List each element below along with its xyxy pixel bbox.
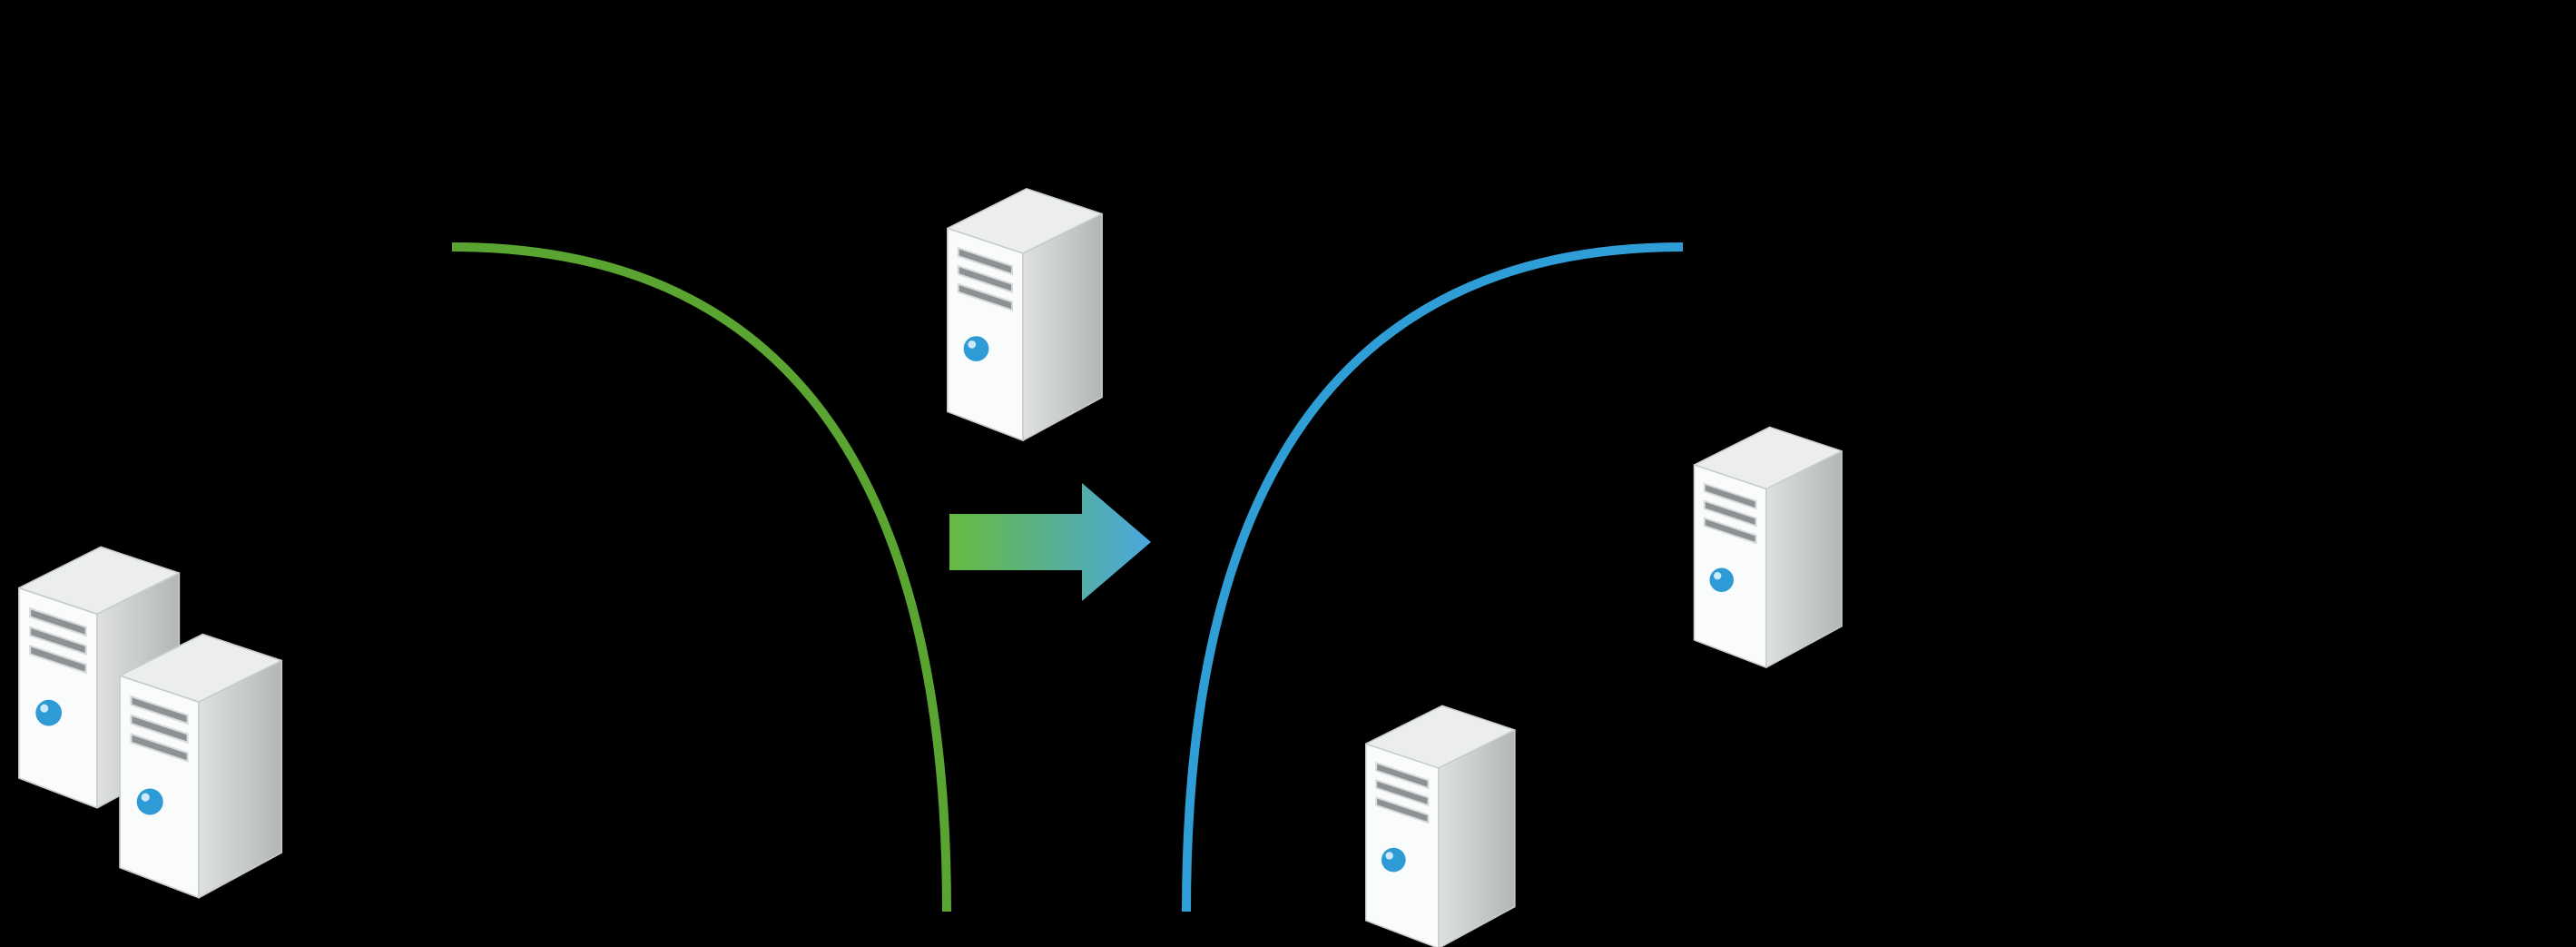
- target-arc: [1182, 242, 1684, 912]
- right-arrow-icon: [949, 483, 1151, 601]
- center-server-icon: [946, 187, 1104, 442]
- target-server-top-icon: [1693, 426, 1844, 669]
- target-server-bottom-icon: [1364, 705, 1516, 947]
- source-arc: [451, 242, 951, 912]
- source-server-front-icon: [118, 633, 283, 899]
